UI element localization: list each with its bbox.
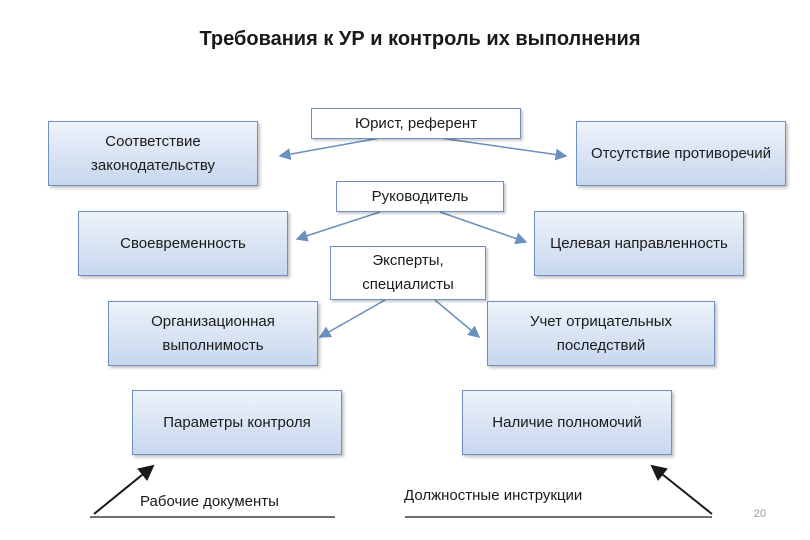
req-legislation-box: Соответствие законодательству bbox=[48, 121, 258, 186]
page-number: 20 bbox=[753, 508, 766, 520]
req-target-direction-label: Целевая направленность bbox=[550, 234, 728, 252]
arrow-manager-to-timeliness bbox=[295, 211, 381, 242]
arrow-lawyer-to-legislation bbox=[278, 137, 381, 161]
slide-title: Требования к УР и контроль их выполнения bbox=[199, 28, 641, 50]
arrow-manager-to-target-direction bbox=[439, 211, 528, 245]
req-control-params-box: Параметры контроля bbox=[132, 390, 342, 455]
req-timeliness-label: Своевременность bbox=[120, 234, 246, 252]
arrow-lawyer-to-no-contradictions bbox=[439, 137, 568, 161]
arrow-job-descriptions bbox=[650, 464, 713, 515]
center-lawyer-box: Юрист, референт bbox=[311, 108, 521, 139]
working-documents-label: Рабочие документы bbox=[140, 493, 279, 510]
center-experts-label: Эксперты, специалисты bbox=[362, 252, 454, 293]
req-legislation-label: Соответствие законодательству bbox=[91, 132, 215, 174]
req-timeliness-box: Своевременность bbox=[78, 211, 288, 276]
req-authority-box: Наличие полномочий bbox=[462, 390, 672, 455]
req-feasibility-box: Организационная выполнимость bbox=[108, 301, 318, 366]
center-experts-box: Эксперты, специалисты bbox=[330, 246, 486, 300]
arrow-experts-to-feasibility bbox=[318, 299, 386, 338]
req-no-contradictions-label: Отсутствие противоречий bbox=[591, 144, 771, 162]
job-descriptions-label: Должностные инструкции bbox=[404, 487, 583, 504]
req-target-direction-box: Целевая направленность bbox=[534, 211, 744, 276]
req-feasibility-label: Организационная выполнимость bbox=[151, 312, 275, 354]
center-manager-label: Руководитель bbox=[371, 187, 469, 205]
req-negative-consequences-label: Учет отрицательных последствий bbox=[529, 312, 673, 354]
arrow-experts-to-negative-consequences bbox=[434, 299, 481, 338]
req-negative-consequences-box: Учет отрицательных последствий bbox=[487, 301, 715, 366]
req-control-params-label: Параметры контроля bbox=[163, 413, 311, 431]
center-lawyer-label: Юрист, референт bbox=[354, 114, 478, 132]
arrow-working-docs bbox=[93, 464, 155, 515]
center-manager-box: Руководитель bbox=[336, 181, 504, 212]
req-no-contradictions-box: Отсутствие противоречий bbox=[576, 121, 786, 186]
req-authority-label: Наличие полномочий bbox=[492, 413, 642, 431]
